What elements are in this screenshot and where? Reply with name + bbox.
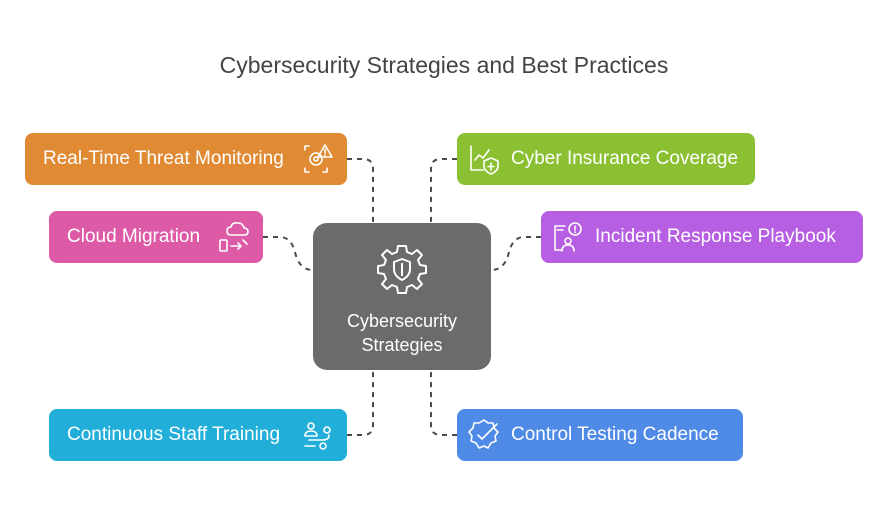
connector-continuous-staff-training: [347, 370, 374, 436]
connector-control-testing-cadence: [430, 370, 457, 436]
connector-cloud-migration: [263, 236, 314, 271]
node-incident-response-playbook: Incident Response Playbook: [541, 211, 863, 263]
node-control-testing-cadence: Control Testing Cadence: [457, 409, 743, 461]
node-label: Real-Time Threat Monitoring: [43, 148, 284, 169]
central-node: Cybersecurity Strategies: [313, 223, 491, 370]
node-label: Incident Response Playbook: [595, 226, 836, 247]
training-path-icon: [304, 422, 331, 450]
node-label: Control Testing Cadence: [511, 424, 719, 445]
diagram-title: Cybersecurity Strategies and Best Practi…: [219, 52, 669, 78]
node-label: Continuous Staff Training: [67, 424, 281, 445]
shield-gear-icon: [377, 245, 427, 294]
connector-incident-response-playbook: [490, 236, 541, 271]
node-cyber-insurance-coverage: Cyber Insurance Coverage: [457, 133, 755, 185]
incident-alert-icon: [554, 222, 582, 252]
node-real-time-threat-monitoring: Real-Time Threat Monitoring: [25, 133, 347, 185]
badge-check-icon: [468, 419, 499, 449]
central-node-label: Cybersecurity Strategies: [346, 311, 458, 355]
node-label: Cloud Migration: [67, 226, 201, 247]
insurance-chart-icon: [470, 145, 499, 175]
connector-cyber-insurance-coverage: [430, 158, 457, 223]
node-label: Cyber Insurance Coverage: [511, 148, 739, 169]
node-cloud-migration: Cloud Migration: [49, 211, 263, 263]
cloud-transfer-icon: [219, 222, 249, 252]
connector-real-time-threat-monitoring: [347, 158, 374, 223]
threat-alert-icon: [304, 144, 333, 173]
node-continuous-staff-training: Continuous Staff Training: [49, 409, 347, 461]
